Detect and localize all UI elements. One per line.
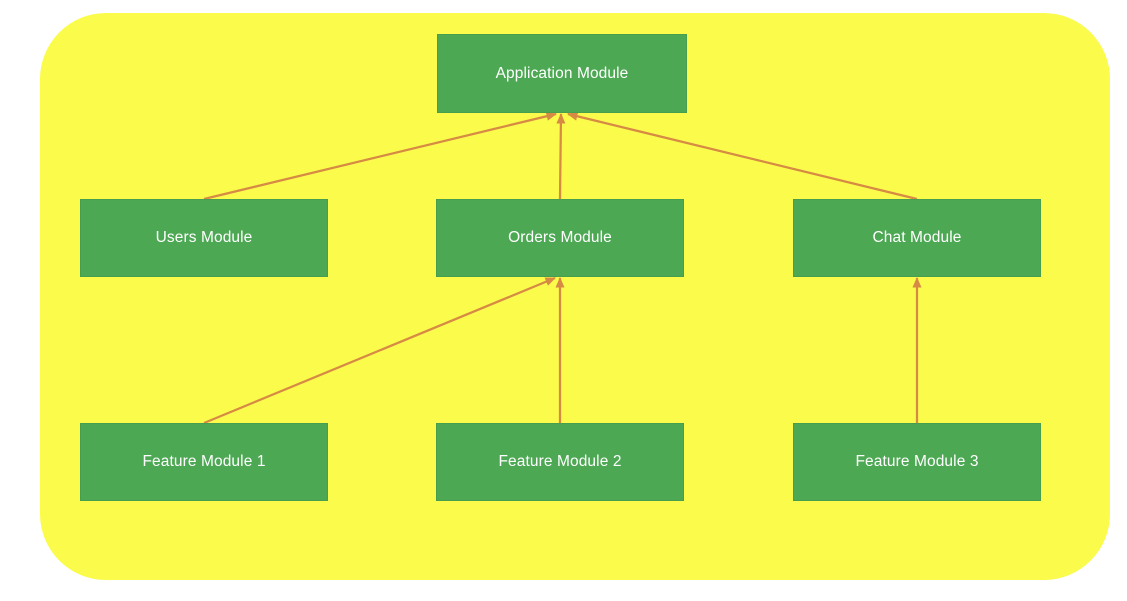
node-users-module: Users Module xyxy=(80,199,328,277)
node-feature-module-1: Feature Module 1 xyxy=(80,423,328,501)
node-feature-module-3: Feature Module 3 xyxy=(793,423,1041,501)
node-orders-module: Orders Module xyxy=(436,199,684,277)
node-chat-module: Chat Module xyxy=(793,199,1041,277)
node-label: Feature Module 1 xyxy=(142,453,266,470)
node-label: Users Module xyxy=(155,229,253,246)
node-label: Chat Module xyxy=(872,229,962,246)
node-label: Orders Module xyxy=(508,229,612,246)
node-label: Feature Module 2 xyxy=(498,453,622,470)
node-feature-module-2: Feature Module 2 xyxy=(436,423,684,501)
node-label: Feature Module 3 xyxy=(855,453,979,470)
node-application-module: Application Module xyxy=(437,34,687,113)
node-label: Application Module xyxy=(495,64,629,82)
